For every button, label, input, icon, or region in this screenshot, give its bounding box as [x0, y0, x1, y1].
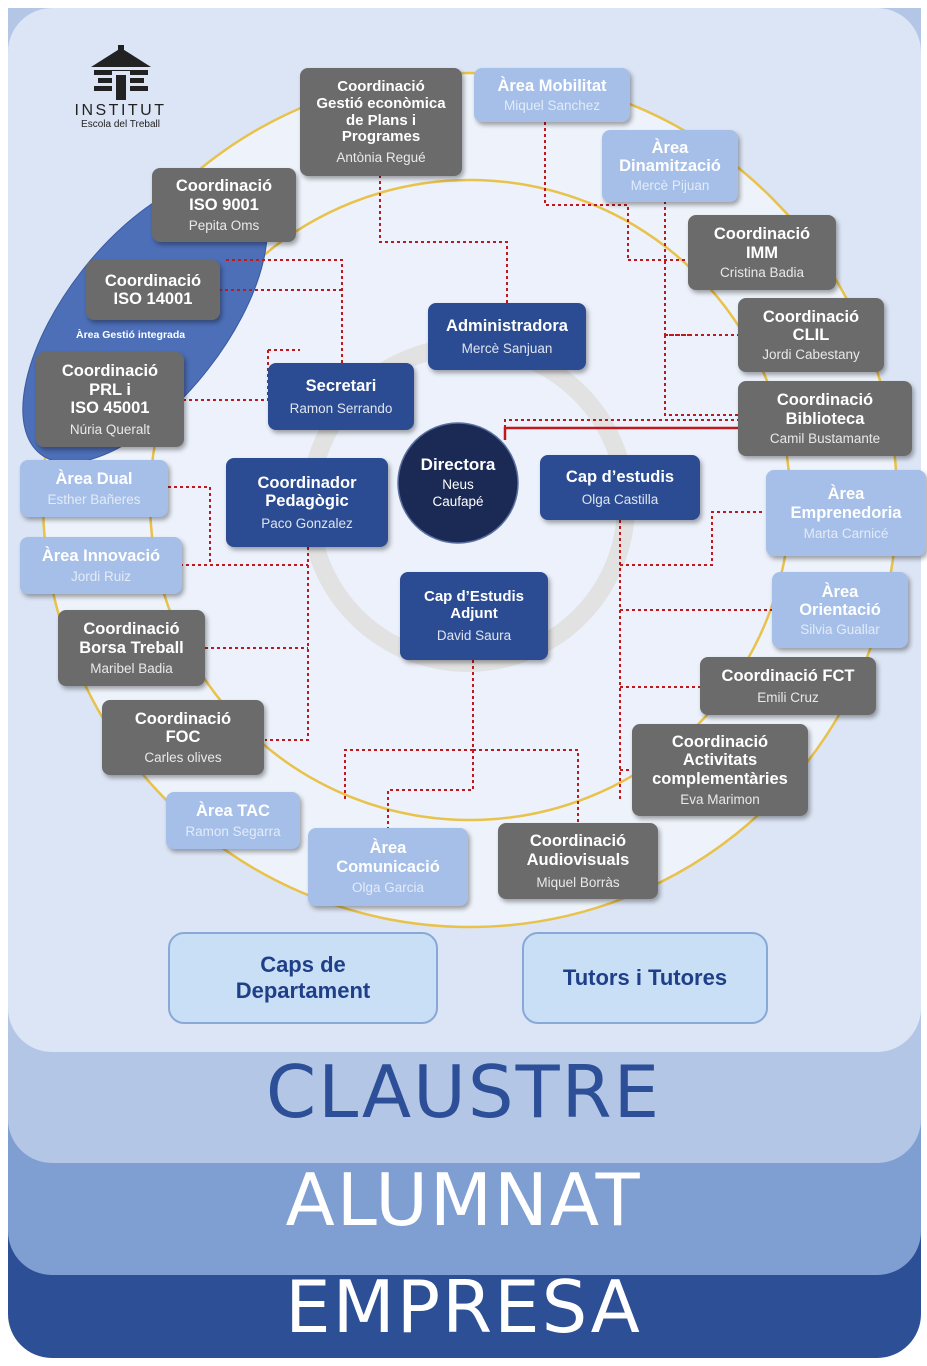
- leader-title: Administradora: [446, 316, 568, 335]
- directora-name-line2: Caufapé: [432, 494, 484, 509]
- box-title: Coordinació FOC: [134, 709, 232, 746]
- box-gestio-economica: Coordinació Gestió econòmica de Plans i …: [300, 68, 462, 176]
- box-name: Antònia Regué: [336, 150, 426, 166]
- box-title: Coordinació Audiovisuals: [526, 832, 630, 869]
- group-tutors: Tutors i Tutores: [522, 932, 768, 1024]
- box-title: Àrea Dinamització: [619, 138, 721, 175]
- box-title: Àrea Innovació: [41, 546, 161, 565]
- box-name: Silvia Guallar: [800, 622, 880, 638]
- box-name: Emili Cruz: [757, 689, 819, 705]
- leader-name: David Saura: [436, 628, 512, 644]
- box-title: Àrea Orientació: [799, 582, 881, 619]
- box-title: Coordinació Gestió econòmica de Plans i …: [316, 77, 446, 146]
- box-name: Esther Bañeres: [47, 492, 141, 508]
- claustre-label: CLAUSTRE: [265, 1050, 662, 1134]
- box-name: Ramon Segarra: [185, 824, 281, 840]
- box-name: Miquel Sanchez: [503, 98, 601, 114]
- box-title: Àrea Mobilitat: [497, 76, 607, 95]
- box-coord-clil: Coordinació CLIL Jordi Cabestany: [738, 298, 884, 372]
- integrated-area-label: Àrea Gestió integrada: [76, 329, 186, 341]
- box-coord-foc: Coordinació FOC Carles olives: [102, 700, 264, 775]
- leader-name: Olga Castilla: [581, 492, 659, 508]
- leader-title: Cap d’estudis: [565, 467, 675, 486]
- box-title: Àrea Emprenedoria: [790, 485, 902, 522]
- group-caps-departament: Caps de Departament: [168, 932, 438, 1024]
- leader-title: Coordinador Pedagògic: [257, 473, 357, 510]
- box-name: Jordi Ruiz: [70, 569, 132, 585]
- box-name: Miquel Borràs: [536, 874, 620, 890]
- box-title: Coordinació Borsa Treball: [79, 620, 184, 657]
- box-area-innovacio: Àrea Innovació Jordi Ruiz: [20, 537, 182, 594]
- leader-title: Secretari: [305, 376, 377, 395]
- directora-name-line1: Neus: [442, 477, 474, 492]
- box-coord-borsa: Coordinació Borsa Treball Maribel Badia: [58, 610, 205, 686]
- leader-name: Mercè Sanjuan: [461, 341, 553, 357]
- leader-title: Cap d’Estudis Adjunt: [423, 587, 524, 622]
- box-title: Coordinació PRL i ISO 45001: [61, 362, 159, 418]
- leader-coordinador-pedagogic: Coordinador Pedagògic Paco Gonzalez: [226, 458, 388, 547]
- box-coord-biblioteca: Coordinació Biblioteca Camil Bustamante: [738, 381, 912, 456]
- box-title: Àrea TAC: [196, 801, 270, 820]
- box-coord-iso9001: Coordinació ISO 9001 Pepita Oms: [152, 168, 296, 242]
- leader-cap-estudis: Cap d’estudis Olga Castilla: [540, 455, 700, 520]
- box-title: Coordinació Biblioteca: [776, 391, 874, 428]
- box-coord-audiovisuals: Coordinació Audiovisuals Miquel Borràs: [498, 823, 658, 899]
- box-name: Núria Queralt: [69, 421, 151, 437]
- box-title: Coordinació Activitats complementàries: [652, 732, 788, 788]
- box-coord-fct: Coordinació FCT Emili Cruz: [700, 657, 876, 715]
- box-name: Olga Garcia: [351, 879, 425, 895]
- box-coord-activitats: Coordinació Activitats complementàries E…: [632, 724, 808, 816]
- box-title: Coordinació FCT: [721, 667, 855, 686]
- box-name: Marta Carnicé: [803, 525, 889, 541]
- leader-secretari: Secretari Ramon Serrando: [268, 363, 414, 430]
- box-coord-iso14001: Coordinació ISO 14001: [86, 260, 220, 320]
- box-name: Camil Bustamante: [769, 430, 881, 446]
- box-title: Àrea Comunicació: [336, 839, 440, 876]
- box-title: Coordinació ISO 9001: [175, 177, 273, 214]
- alumnat-label: ALUMNAT: [285, 1158, 642, 1242]
- leader-cap-estudis-adjunt: Cap d’Estudis Adjunt David Saura: [400, 572, 548, 660]
- building-logo-icon: [90, 45, 151, 100]
- logo-subtitle: Escola del Treball: [81, 119, 160, 130]
- directora-node: Directora Neus Caufapé: [398, 455, 518, 509]
- box-area-comunicacio: Àrea Comunicació Olga Garcia: [308, 828, 468, 906]
- director-connector: [503, 426, 738, 440]
- box-area-orientacio: Àrea Orientació Silvia Guallar: [772, 572, 908, 648]
- leader-name: Paco Gonzalez: [261, 516, 353, 532]
- box-name: Pepita Oms: [188, 217, 260, 233]
- box-coord-imm: Coordinació IMM Cristina Badia: [688, 215, 836, 290]
- box-name: Maribel Badia: [90, 660, 173, 676]
- box-name: Jordi Cabestany: [762, 347, 860, 363]
- box-area-mobilitat: Àrea Mobilitat Miquel Sanchez: [474, 68, 630, 122]
- box-name: Carles olives: [144, 750, 222, 766]
- logo-name: INSTITUT: [74, 102, 167, 119]
- connector-lines: [165, 122, 772, 830]
- directora-circle: [397, 422, 519, 544]
- empresa-label: EMPRESA: [285, 1265, 642, 1349]
- box-area-dinamitzacio: Àrea Dinamització Mercè Pijuan: [602, 130, 738, 202]
- box-area-emprenedoria: Àrea Emprenedoria Marta Carnicé: [766, 470, 926, 556]
- institut-logo: INSTITUT Escola del Treball: [68, 45, 173, 130]
- box-title: Àrea Dual: [55, 469, 133, 488]
- box-area-tac: Àrea TAC Ramon Segarra: [166, 792, 300, 849]
- box-name: Eva Marimon: [680, 792, 760, 808]
- box-area-dual: Àrea Dual Esther Bañeres: [20, 460, 168, 517]
- directora-title: Directora: [420, 455, 496, 474]
- box-title: Coordinació IMM: [713, 225, 811, 262]
- box-coord-prl: Coordinació PRL i ISO 45001 Núria Queral…: [36, 352, 184, 447]
- box-name: Cristina Badia: [719, 264, 805, 280]
- box-title: Coordinació ISO 14001: [104, 271, 202, 308]
- box-name: Mercè Pijuan: [630, 178, 710, 194]
- leader-name: Ramon Serrando: [289, 401, 393, 417]
- box-title: Coordinació CLIL: [762, 307, 860, 344]
- leader-administradora: Administradora Mercè Sanjuan: [428, 303, 586, 370]
